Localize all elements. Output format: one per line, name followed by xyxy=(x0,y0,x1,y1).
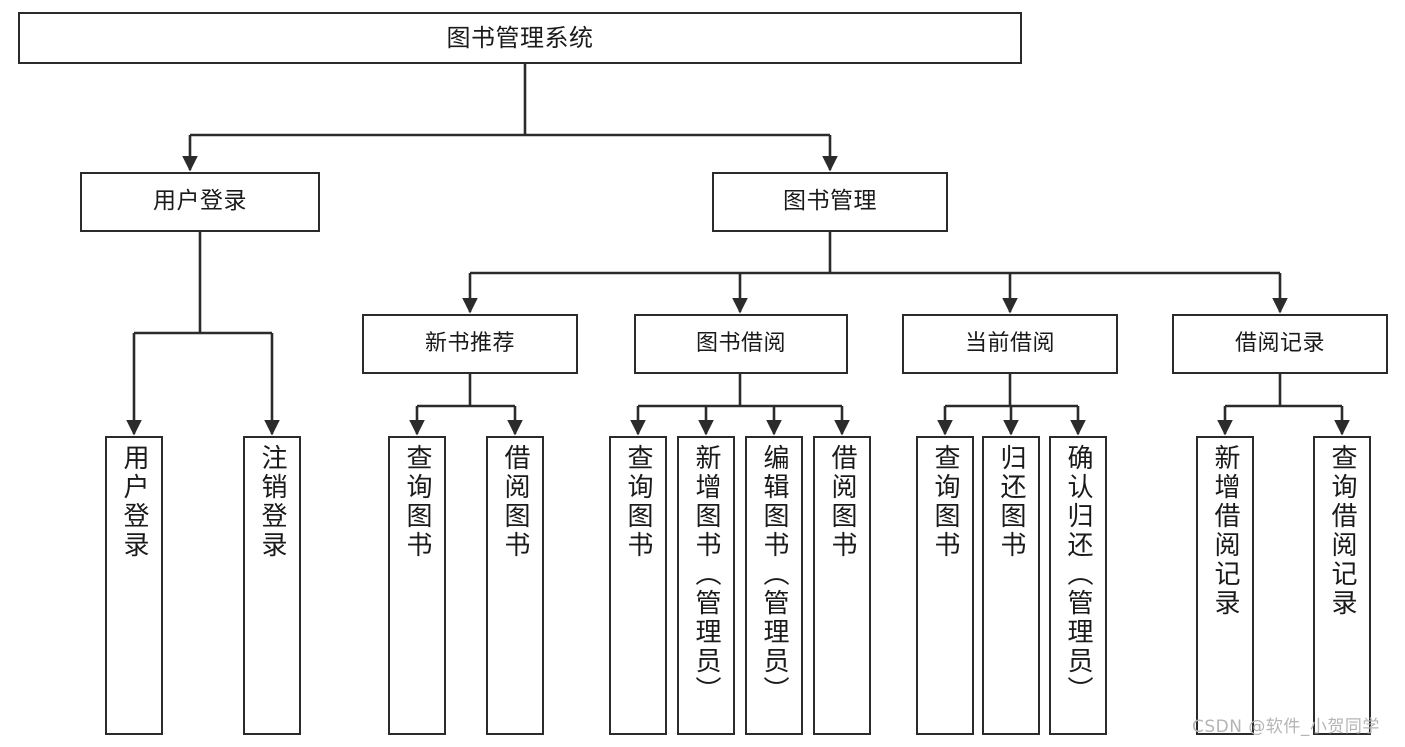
node-leaf-borrow-book-2-label: 借阅图书 xyxy=(827,444,857,560)
node-leaf-user-login[interactable]: 用户登录 xyxy=(105,436,163,735)
node-user-login[interactable]: 用户登录 xyxy=(80,172,320,232)
node-leaf-edit-book[interactable]: 编辑图书（管理员） xyxy=(745,436,803,735)
node-leaf-add-book-label: 新增图书（管理员） xyxy=(691,444,721,705)
node-leaf-add-record[interactable]: 新增借阅记录 xyxy=(1196,436,1254,735)
node-leaf-query-record[interactable]: 查询借阅记录 xyxy=(1313,436,1371,735)
node-root-label: 图书管理系统 xyxy=(446,23,594,52)
node-leaf-query-book-3[interactable]: 查询图书 xyxy=(916,436,974,735)
node-leaf-query-book-2[interactable]: 查询图书 xyxy=(609,436,667,735)
node-leaf-confirm-return[interactable]: 确认归还（管理员） xyxy=(1049,436,1107,735)
node-leaf-query-book-2-label: 查询图书 xyxy=(623,444,653,560)
node-leaf-add-book[interactable]: 新增图书（管理员） xyxy=(677,436,735,735)
node-leaf-user-login-label: 用户登录 xyxy=(119,444,149,560)
node-new-book-recommend[interactable]: 新书推荐 xyxy=(362,314,578,374)
node-leaf-return-book-label: 归还图书 xyxy=(996,444,1026,560)
node-leaf-borrow-book-1[interactable]: 借阅图书 xyxy=(486,436,544,735)
node-leaf-query-book-3-label: 查询图书 xyxy=(930,444,960,560)
node-book-manage[interactable]: 图书管理 xyxy=(712,172,948,232)
node-leaf-query-record-label: 查询借阅记录 xyxy=(1327,444,1357,618)
node-current-borrow-label: 当前借阅 xyxy=(964,331,1055,357)
node-new-book-recommend-label: 新书推荐 xyxy=(424,331,515,357)
node-root[interactable]: 图书管理系统 xyxy=(18,12,1022,64)
node-leaf-query-book-1-label: 查询图书 xyxy=(402,444,432,560)
node-leaf-borrow-book-2[interactable]: 借阅图书 xyxy=(813,436,871,735)
node-leaf-edit-book-label: 编辑图书（管理员） xyxy=(759,444,789,705)
node-leaf-add-record-label: 新增借阅记录 xyxy=(1210,444,1240,618)
node-leaf-borrow-book-1-label: 借阅图书 xyxy=(500,444,530,560)
node-leaf-logout-label: 注销登录 xyxy=(257,444,287,560)
node-leaf-logout[interactable]: 注销登录 xyxy=(243,436,301,735)
node-user-login-label: 用户登录 xyxy=(153,188,247,215)
node-borrow-record-label: 借阅记录 xyxy=(1234,331,1325,357)
node-leaf-return-book[interactable]: 归还图书 xyxy=(982,436,1040,735)
node-leaf-confirm-return-label: 确认归还（管理员） xyxy=(1063,444,1093,705)
node-borrow-record[interactable]: 借阅记录 xyxy=(1172,314,1388,374)
node-current-borrow[interactable]: 当前借阅 xyxy=(902,314,1118,374)
csdn-watermark: CSDN @软件_小贺同学 xyxy=(1192,717,1380,737)
node-book-borrow-label: 图书借阅 xyxy=(695,331,786,357)
node-book-borrow[interactable]: 图书借阅 xyxy=(634,314,848,374)
node-book-manage-label: 图书管理 xyxy=(783,188,877,215)
node-leaf-query-book-1[interactable]: 查询图书 xyxy=(388,436,446,735)
